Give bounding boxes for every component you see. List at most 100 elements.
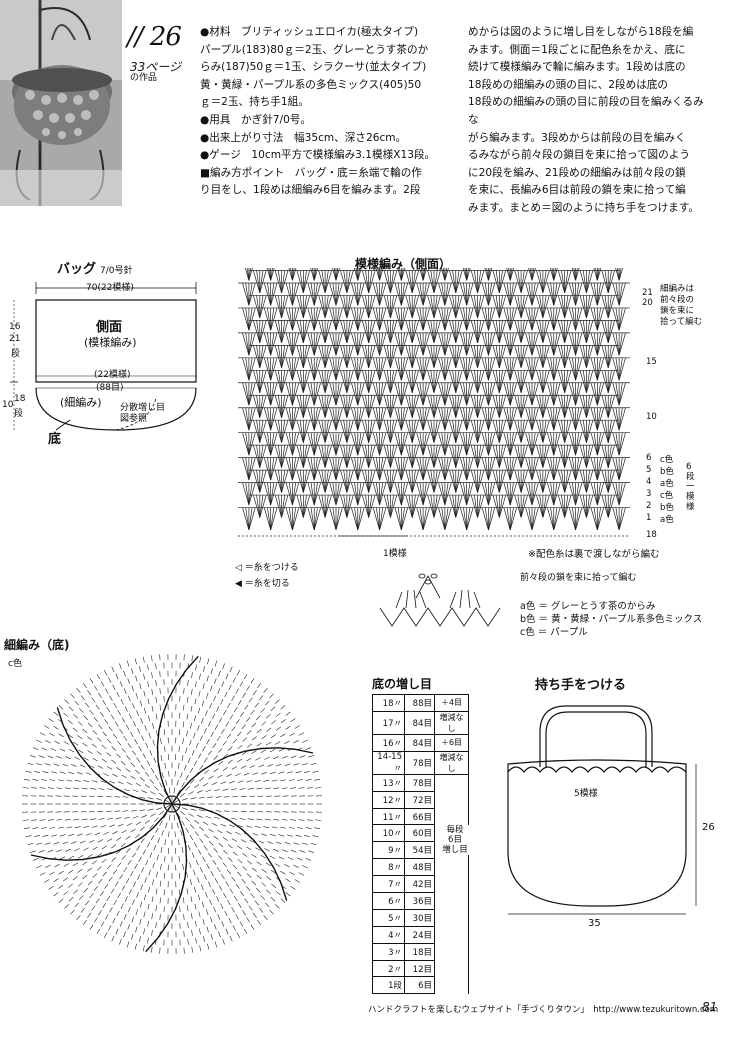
pattern-number: // 26 [127, 22, 181, 52]
stitch-count: 42目 [405, 876, 435, 893]
change-note: 増減なし [435, 711, 469, 734]
table-row: 17〃84目増減なし [373, 711, 469, 734]
row-label: 13〃 [373, 774, 405, 791]
change-note [435, 926, 469, 943]
symbol-legend: ◁ ＝糸をつける ◀ ＝糸を切る [235, 560, 299, 592]
legend-attach: ◁ ＝糸をつける [235, 560, 299, 576]
table-row: 11〃66目 [373, 808, 469, 825]
bag-photo [0, 0, 122, 206]
row-label: 9〃 [373, 842, 405, 859]
stitch-count: 72目 [405, 791, 435, 808]
change-note [435, 774, 469, 791]
change-note [435, 909, 469, 926]
method-text: めからは図のように増し目をしながら18段を編 みます。側面＝1段ごとに配色糸をか… [468, 24, 713, 218]
increase-table-title: 底の増し目 [372, 675, 432, 692]
base-label: 底 [48, 428, 61, 447]
row-label: 2〃 [373, 960, 405, 977]
stitch-count: 18目 [405, 943, 435, 960]
bag-width-dim-label: 35 [588, 918, 601, 929]
side-label: 側面 [96, 316, 122, 335]
side-rows-unit: 段 [11, 346, 20, 359]
bag-width-label: 70(22模様) [86, 280, 134, 293]
row-label: 14-15〃 [373, 751, 405, 774]
chain-note: 前々段の鎖を束に拾って編む [520, 570, 637, 583]
color-carry-note: ※配色糸は裏で渡しながら編む [528, 546, 659, 560]
page-ref-number: 33ページ [130, 62, 192, 73]
bottom-stitch-label: (細編み) [60, 394, 102, 410]
table-row: 16〃84目＋6目 [373, 734, 469, 751]
stitch-count: 12目 [405, 960, 435, 977]
change-note [435, 791, 469, 808]
stitch-count: 30目 [405, 909, 435, 926]
stitch-count: 84目 [405, 711, 435, 734]
color-b-entry: b色 ＝ 黄・黄緑・パープル系多色ミックス [520, 613, 702, 626]
row-label-1: 1 [646, 513, 651, 523]
color-a-entry: a色 ＝ グレーとうす茶のからみ [520, 600, 702, 613]
color-row-6: c色 [660, 453, 673, 465]
change-note [435, 960, 469, 977]
cut-yarn-icon: ◀ [235, 579, 242, 589]
motif-detail-diagram [376, 568, 506, 630]
color-legend: a色 ＝ グレーとうす茶のからみ b色 ＝ 黄・黄緑・パープル系多色ミックス c… [520, 600, 702, 639]
side-sub-label: (模様編み) [84, 334, 137, 350]
color-row-1: a色 [660, 513, 674, 525]
row-label: 16〃 [373, 734, 405, 751]
row-label-2: 2 [646, 501, 651, 511]
table-row: 3〃18目 [373, 943, 469, 960]
change-note [435, 859, 469, 876]
bag-height-label: 26 [702, 822, 715, 833]
table-row: 18〃88目＋4目 [373, 695, 469, 712]
bottom-stitch-chart [4, 652, 340, 982]
change-note [435, 808, 469, 825]
table-row: 8〃48目 [373, 859, 469, 876]
change-note [435, 893, 469, 910]
row-label: 8〃 [373, 859, 405, 876]
bag-schematic [0, 270, 230, 450]
row-label: 17〃 [373, 711, 405, 734]
table-row: 12〃72目 [373, 791, 469, 808]
change-note: ＋4目 [435, 695, 469, 712]
color-row-2: b色 [660, 501, 674, 513]
stitch-count: 66目 [405, 808, 435, 825]
page-number: 81 [702, 1000, 717, 1014]
stitches-count-label: (88目) [96, 380, 123, 393]
stitch-count: 78目 [405, 751, 435, 774]
handle-motifs-label: 5模様 [574, 786, 598, 799]
row-label: 1段 [373, 977, 405, 994]
base-rows-unit: 段 [14, 406, 23, 419]
side-rows-dim: 21 [9, 334, 20, 344]
change-note [435, 876, 469, 893]
stitch-count: 84目 [405, 734, 435, 751]
row-label: 3〃 [373, 943, 405, 960]
row-label: 12〃 [373, 791, 405, 808]
change-note: ＋6目 [435, 734, 469, 751]
sc-note: 細編みは 前々段の 鎖を束に 拾って編む [660, 284, 702, 328]
handle-diagram [500, 692, 720, 942]
attach-yarn-icon: ◁ [235, 563, 242, 573]
row-label-4: 4 [646, 477, 651, 487]
table-row: 4〃24目 [373, 926, 469, 943]
stitch-count: 60目 [405, 825, 435, 842]
increase-note-ref: 図参照 [120, 411, 147, 424]
legend-cut: ◀ ＝糸を切る [235, 576, 299, 592]
base-height-dim: 10 [2, 400, 13, 410]
row-label-10: 10 [646, 412, 657, 422]
side-height-dim: 16 [9, 322, 20, 332]
table-row: 13〃78目 [373, 774, 469, 791]
row-label-21: 21 [642, 288, 653, 298]
color-c-entry: c色 ＝ パープル [520, 626, 702, 639]
color-row-5: b色 [660, 465, 674, 477]
base-rows-dim: 18 [14, 394, 25, 404]
row-label-base-18: 18 [646, 530, 657, 540]
table-row: 6〃36目 [373, 893, 469, 910]
stitch-count: 88目 [405, 695, 435, 712]
increase-group-note: 毎段 6目 増し目 [441, 825, 469, 855]
row-label: 10〃 [373, 825, 405, 842]
one-repeat-label: 1模様 [383, 546, 407, 559]
table-row: 14-15〃78目増減なし [373, 751, 469, 774]
footer-site: ハンドクラフトを楽しむウェブサイト「手づくりタウン」 http://www.te… [368, 1003, 718, 1015]
change-note [435, 943, 469, 960]
bottom-chart-title: 細編み（底) [4, 636, 70, 653]
row-label: 11〃 [373, 808, 405, 825]
